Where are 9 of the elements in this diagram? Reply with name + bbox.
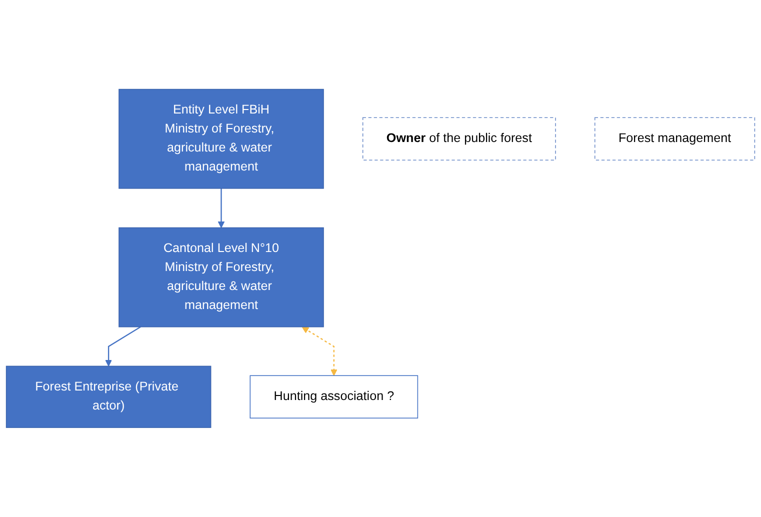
arrow xyxy=(302,326,338,376)
node-box: Forest management xyxy=(594,117,756,161)
node-box: Owner of the public forest xyxy=(362,117,556,161)
node-box: Cantonal Level N°10 Ministry of Forestry, agriculture & water management xyxy=(118,227,324,328)
node-box: Forest Entreprise (Private actor) xyxy=(6,366,212,428)
node-box: Hunting association ? xyxy=(250,375,418,419)
arrow xyxy=(105,326,141,367)
node-box: Entity Level FBiH Ministry of Forestry, agriculture & water management xyxy=(118,88,324,189)
arrow xyxy=(218,188,225,228)
